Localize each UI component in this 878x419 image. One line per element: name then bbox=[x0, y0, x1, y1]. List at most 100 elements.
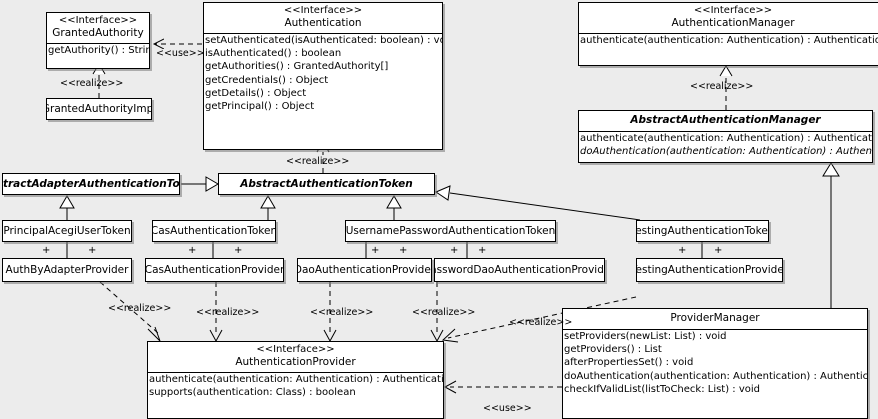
class-authentication-manager[interactable]: <<Interface>> AuthenticationManager auth… bbox=[578, 2, 878, 66]
multiplicity-marker: + bbox=[371, 245, 380, 256]
class-granted-authority[interactable]: <<Interface>> GrantedAuthority getAuthor… bbox=[46, 12, 150, 69]
multiplicity-marker: + bbox=[450, 245, 459, 256]
edge-generalization-providermanager-to-abstractmanager bbox=[822, 162, 840, 308]
class-password-dao-authentication-provider[interactable]: PasswordDaoAuthenticationProvider bbox=[434, 258, 605, 282]
class-auth-by-adapter-provider[interactable]: AuthByAdapterProvider bbox=[2, 258, 132, 282]
operation-item: doAuthentication(authentication: Authent… bbox=[564, 370, 868, 382]
operation-item: doAuthentication(authentication: Authent… bbox=[580, 146, 873, 158]
operation-item: checkIfValidList(listToCheck: List) : vo… bbox=[564, 383, 761, 395]
compartment-divider bbox=[204, 33, 442, 34]
class-name-label: GrantedAuthority bbox=[52, 27, 144, 39]
class-name-label: CasAuthenticationToken bbox=[152, 224, 276, 237]
class-name-label: GrantedAuthorityImpl bbox=[46, 102, 152, 115]
class-header: <<Interface>> AuthenticationProvider bbox=[148, 342, 443, 372]
edge-label-realize-dao: <<realize>> bbox=[310, 307, 374, 318]
stereotype-label: <<Interface>> bbox=[283, 5, 363, 16]
edge-label-realize-cas: <<realize>> bbox=[196, 307, 260, 318]
class-header: <<Interface>> GrantedAuthority bbox=[47, 13, 149, 43]
compartment-divider bbox=[579, 33, 878, 34]
class-name-label: PrincipalAcegiUserToken bbox=[3, 224, 131, 237]
edge-realize-abstractmanager-to-manager bbox=[719, 65, 733, 110]
operation-item: afterPropertiesSet() : void bbox=[564, 357, 694, 369]
stereotype-label: <<Interface>> bbox=[693, 5, 773, 16]
operation-item: authenticate(authentication: Authenticat… bbox=[580, 35, 878, 46]
class-authentication[interactable]: <<Interface>> Authentication setAuthenti… bbox=[203, 2, 443, 150]
class-name-label: CasAuthenticationProvider bbox=[145, 263, 284, 276]
class-cas-authentication-provider[interactable]: CasAuthenticationProvider bbox=[145, 258, 284, 282]
class-abstract-adapter-authentication-token[interactable]: AbstractAdapterAuthenticationToken bbox=[2, 173, 180, 195]
operations-compartment: setAuthenticated(isAuthenticated: boolea… bbox=[204, 34, 442, 113]
multiplicity-marker: + bbox=[399, 245, 408, 256]
class-name-label: DaoAuthenticationProvider bbox=[297, 263, 432, 276]
edge-generalization-adaptertoken-to-abstracttoken bbox=[181, 176, 219, 192]
class-name-label: AuthenticationManager bbox=[671, 17, 795, 29]
class-provider-manager[interactable]: ProviderManager setProviders(newList: Li… bbox=[562, 308, 868, 419]
class-name-label: AuthByAdapterProvider bbox=[5, 263, 129, 276]
edge-label-use-authentication-grantedauthority: <<use>> bbox=[156, 48, 205, 59]
compartment-divider bbox=[579, 131, 872, 132]
edge-realize-testingprovider-to-authenticationprovider bbox=[441, 296, 637, 343]
class-header: <<Interface>> Authentication bbox=[204, 3, 442, 33]
operations-compartment: authenticate(authentication: Authenticat… bbox=[579, 132, 872, 158]
multiplicity-marker: + bbox=[188, 245, 197, 256]
class-username-password-authentication-token[interactable]: UsernamePasswordAuthenticationToken bbox=[345, 220, 556, 242]
compartment-divider bbox=[47, 43, 149, 44]
class-header: AbstractAuthenticationManager bbox=[579, 111, 872, 131]
operations-compartment: setProviders(newList: List) : void getPr… bbox=[563, 330, 867, 396]
multiplicity-marker: + bbox=[42, 245, 51, 256]
operations-compartment: authenticate(authentication: Authenticat… bbox=[148, 373, 443, 399]
edge-generalization-userpasstoken-to-abstracttoken bbox=[386, 195, 402, 220]
compartment-divider bbox=[148, 372, 443, 373]
multiplicity-marker: + bbox=[714, 245, 723, 256]
operation-item: setAuthenticated(isAuthenticated: boolea… bbox=[205, 35, 443, 46]
operations-compartment: authenticate(authentication: Authenticat… bbox=[579, 34, 878, 47]
class-granted-authority-impl[interactable]: GrantedAuthorityImpl bbox=[46, 98, 152, 120]
compartment-divider bbox=[563, 329, 867, 330]
operation-item: supports(authentication: Class) : boolea… bbox=[149, 387, 356, 399]
edge-label-realize-authbyadapter: <<realize>> bbox=[108, 303, 172, 314]
edge-label-realize-testing: <<realize>> bbox=[509, 317, 573, 328]
operation-item: getCredentials() : Object bbox=[205, 74, 329, 86]
class-testing-authentication-provider[interactable]: TestingAuthenticationProvider bbox=[636, 258, 783, 282]
class-authentication-provider[interactable]: <<Interface>> AuthenticationProvider aut… bbox=[147, 341, 444, 419]
multiplicity-marker: + bbox=[678, 245, 687, 256]
class-principal-acegi-user-token[interactable]: PrincipalAcegiUserToken bbox=[2, 220, 132, 242]
class-name-label: ProviderManager bbox=[670, 312, 760, 324]
operation-item: getPrincipal() : Object bbox=[205, 101, 315, 113]
edge-label-use-providermanager-authenticationprovider: <<use>> bbox=[483, 403, 532, 414]
class-dao-authentication-provider[interactable]: DaoAuthenticationProvider bbox=[297, 258, 432, 282]
operation-item: getProviders() : List bbox=[564, 344, 662, 356]
class-testing-authentication-token[interactable]: TestingAuthenticationToken bbox=[636, 220, 769, 242]
edge-label-realize-passworddao: <<realize>> bbox=[412, 307, 476, 318]
class-header: ProviderManager bbox=[563, 309, 867, 329]
multiplicity-marker: + bbox=[234, 245, 243, 256]
class-name-label: TestingAuthenticationProvider bbox=[636, 263, 783, 276]
class-name-label: AbstractAuthenticationManager bbox=[630, 114, 821, 126]
edge-label-realize-abstracttoken-authentication: <<realize>> bbox=[286, 156, 350, 167]
class-name-label: AbstractAuthenticationToken bbox=[240, 177, 413, 190]
class-name-label: AuthenticationProvider bbox=[235, 356, 356, 368]
edge-use-providermanager-to-authenticationprovider bbox=[443, 380, 562, 394]
edge-label-realize-grantedauthorityimpl: <<realize>> bbox=[60, 78, 124, 89]
class-name-label: UsernamePasswordAuthenticationToken bbox=[345, 224, 556, 237]
operation-item: authenticate(authentication: Authenticat… bbox=[149, 374, 444, 385]
edge-generalization-castoken-to-abstracttoken bbox=[260, 195, 276, 220]
operation-item: setProviders(newList: List) : void bbox=[564, 331, 727, 342]
operation-item: getDetails() : Object bbox=[205, 87, 307, 99]
operation-item: getAuthority() : String bbox=[48, 45, 150, 56]
class-name-label: Authentication bbox=[284, 17, 362, 29]
class-cas-authentication-token[interactable]: CasAuthenticationToken bbox=[152, 220, 276, 242]
edge-generalization-testingtoken-to-abstracttoken bbox=[434, 185, 641, 221]
multiplicity-marker: + bbox=[478, 245, 487, 256]
class-abstract-authentication-manager[interactable]: AbstractAuthenticationManager authentica… bbox=[578, 110, 873, 163]
stereotype-label: <<Interface>> bbox=[58, 15, 138, 26]
operation-item: getAuthorities() : GrantedAuthority[] bbox=[205, 61, 389, 73]
operations-compartment: getAuthority() : String bbox=[47, 44, 149, 57]
multiplicity-marker: + bbox=[88, 245, 97, 256]
stereotype-label: <<Interface>> bbox=[256, 344, 335, 355]
edge-generalization-principaltoken-to-adaptertoken bbox=[59, 195, 75, 220]
operation-item: isAuthenticated() : boolean bbox=[205, 48, 342, 60]
edge-label-realize-abstractmanager-manager: <<realize>> bbox=[690, 81, 754, 92]
class-abstract-authentication-token[interactable]: AbstractAuthenticationToken bbox=[218, 173, 435, 195]
